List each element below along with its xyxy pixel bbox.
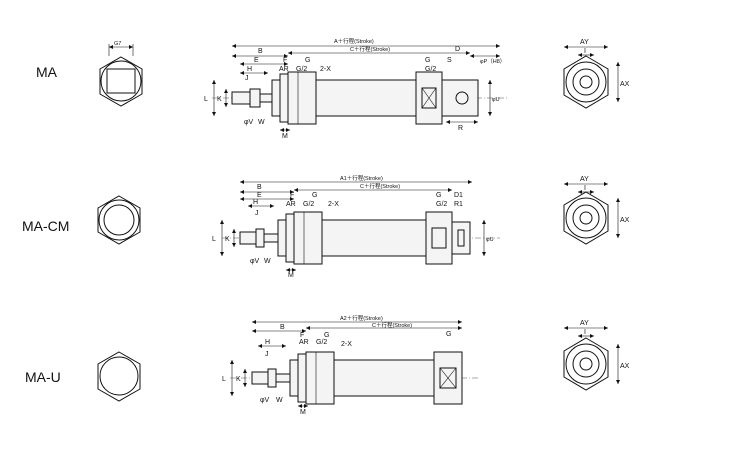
dim-l: L: [204, 96, 208, 103]
dim-phi-v-u: φV: [260, 397, 270, 404]
side-view-ma: [212, 71, 508, 125]
dim-i-cm: I: [584, 185, 586, 192]
dim-c-stroke-cm: C＋行程(Stroke): [360, 182, 400, 190]
dim-c-stroke-u: C＋行程(Stroke): [372, 321, 412, 329]
front-view-ma: G7: [99, 41, 143, 107]
row-ma: G7: [99, 37, 630, 140]
dims-ma-u: A2＋行程(Stroke) C＋行程(Stroke) B F G G H AR …: [222, 314, 462, 416]
dim-gz: G7: [114, 41, 121, 47]
dim-g-front-u: G: [324, 332, 329, 339]
dim-b: B: [258, 48, 263, 55]
dim-g-rear-cm: G: [436, 192, 441, 199]
dim-b-u: B: [280, 324, 285, 331]
variant-label-ma-cm: MA-CM: [22, 218, 70, 234]
dim-f: F: [283, 57, 287, 64]
dim-d: D: [455, 46, 460, 53]
dim-ax-cm: AX: [620, 217, 630, 224]
dim-h: H: [247, 66, 252, 73]
dim-b-cm: B: [257, 184, 262, 191]
dim-e-cm: E: [257, 192, 262, 199]
dim-m: M: [282, 133, 288, 140]
dim-port: 2-X: [320, 66, 331, 73]
dim-m-u: M: [300, 409, 306, 416]
dim-j-cm: J: [255, 210, 259, 217]
end-view-ma-cm: AY I AX: [563, 176, 630, 245]
dim-g2-rear-cm: G/2: [436, 201, 447, 208]
dim-phi-u: φU: [492, 97, 500, 103]
dim-m-cm: M: [288, 272, 294, 279]
dim-l-u: L: [222, 376, 226, 383]
dim-r1: R1: [454, 201, 463, 208]
dim-s: S: [447, 57, 452, 64]
dim-phi-v: φV: [244, 119, 254, 126]
end-view-ma: AY I AX: [563, 39, 630, 109]
dim-j-u: J: [265, 351, 269, 358]
dim-f-u: F: [300, 332, 304, 339]
dim-ar-u: AR: [299, 339, 309, 346]
dim-port-u: 2-X: [341, 341, 352, 348]
front-view-ma-u: [97, 351, 141, 402]
dim-phi-p: φP（H8）: [480, 58, 505, 65]
dim-i: I: [584, 48, 586, 55]
dim-g2-front-u: G/2: [316, 339, 327, 346]
dim-ax: AX: [620, 81, 630, 88]
dim-g-front: G: [305, 57, 310, 64]
dim-c-stroke: C＋行程(Stroke): [350, 45, 390, 53]
dim-f-cm: F: [290, 192, 294, 199]
dim-e: E: [254, 57, 259, 64]
dim-g2-front: G/2: [296, 66, 307, 73]
dim-w-u: W: [276, 397, 283, 404]
end-view-ma-u: AY I AX: [563, 320, 630, 391]
dim-a2-stroke: A2＋行程(Stroke): [340, 314, 383, 322]
variant-label-ma: MA: [36, 64, 57, 80]
dim-h-cm: H: [253, 199, 258, 206]
dim-ar-cm: AR: [286, 201, 296, 208]
dim-h-u: H: [265, 339, 270, 346]
dim-g-rear-u: G: [446, 331, 451, 338]
dim-ay-u: AY: [580, 320, 589, 327]
dim-a1-stroke: A1＋行程(Stroke): [340, 174, 383, 182]
dim-g2-rear: G/2: [425, 66, 436, 73]
dim-ax-u: AX: [620, 363, 630, 370]
side-view-ma-cm: [222, 211, 500, 265]
dim-ar: AR: [279, 66, 289, 73]
row-ma-u: A2＋行程(Stroke) C＋行程(Stroke) B F G G H AR …: [97, 314, 630, 416]
row-ma-cm: A1＋行程(Stroke) C＋行程(Stroke) B E F G G D1 …: [97, 174, 630, 279]
dim-phi-u-cm: φU: [486, 237, 494, 243]
dim-k: K: [217, 96, 222, 103]
side-view-ma-u: [230, 351, 478, 405]
dim-a-stroke: A＋行程(Stroke): [334, 37, 374, 45]
dims-ma: A＋行程(Stroke) C＋行程(Stroke) B D E F G G S …: [204, 37, 505, 140]
front-view-ma-cm: [97, 195, 141, 245]
variant-label-ma-u: MA-U: [25, 369, 61, 385]
dim-g-rear: G: [425, 57, 430, 64]
dim-j: J: [245, 75, 249, 82]
dim-l-cm: L: [212, 236, 216, 243]
dim-g2-front-cm: G/2: [303, 201, 314, 208]
dim-ay-cm: AY: [580, 176, 589, 183]
dim-k-cm: K: [225, 236, 230, 243]
dim-r: R: [458, 125, 463, 132]
dim-w-cm: W: [264, 258, 271, 265]
dim-i-u: I: [584, 329, 586, 336]
dim-w: W: [258, 119, 265, 126]
dim-port-cm: 2-X: [328, 201, 339, 208]
dim-ay: AY: [580, 39, 589, 46]
dim-k-u: K: [236, 376, 241, 383]
dim-g-front-cm: G: [312, 192, 317, 199]
dim-d1: D1: [454, 192, 463, 199]
dim-phi-v-cm: φV: [250, 258, 260, 265]
dims-ma-cm: A1＋行程(Stroke) C＋行程(Stroke) B E F G G D1 …: [212, 174, 494, 279]
